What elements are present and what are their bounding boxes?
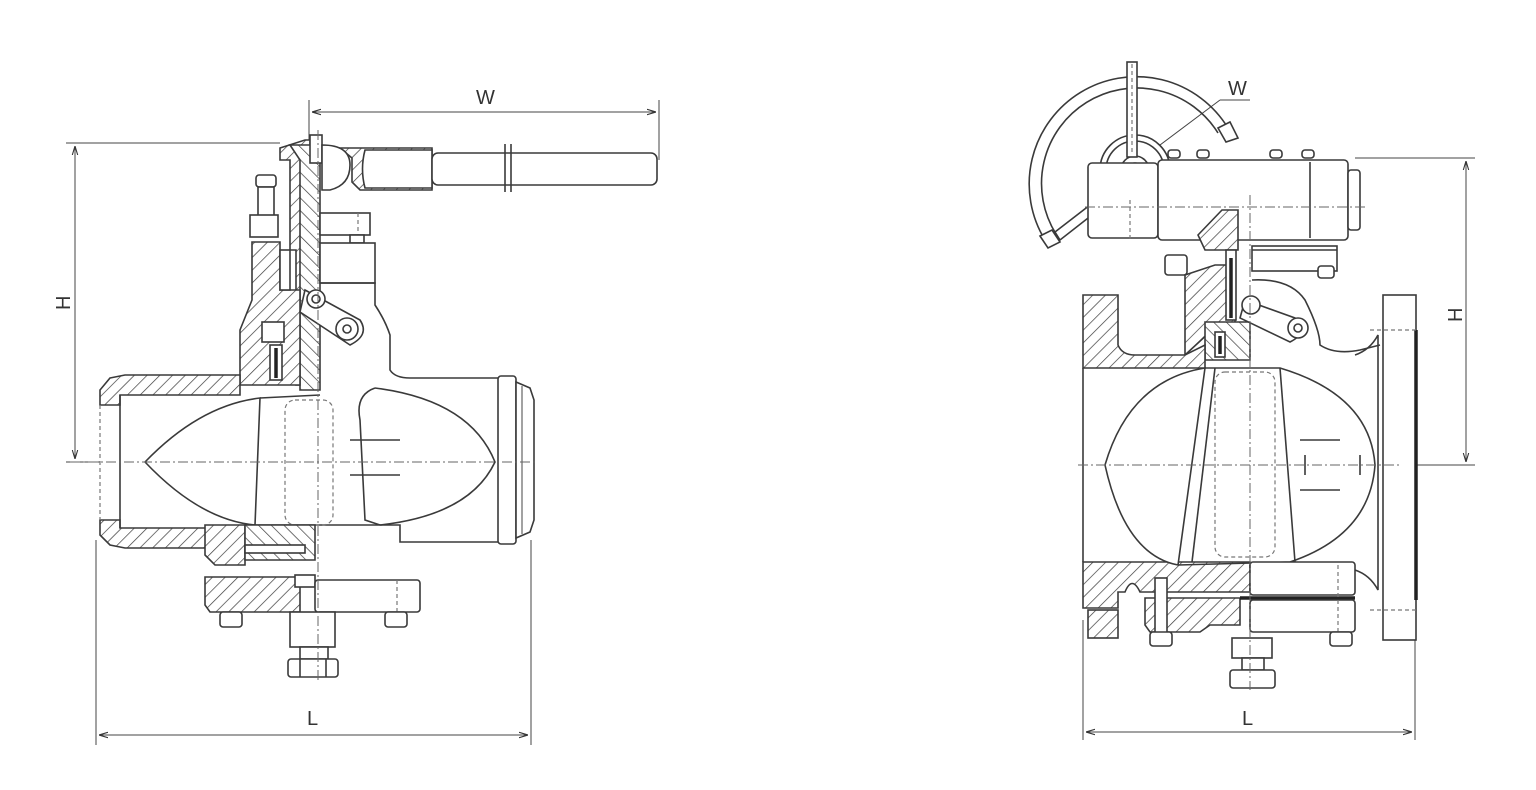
right-h-label: H bbox=[1445, 308, 1467, 322]
right-linkage-arm bbox=[1239, 295, 1309, 343]
left-valve: W H L bbox=[53, 87, 660, 745]
left-bottom-cover bbox=[204, 524, 421, 678]
right-stem-assembly bbox=[1184, 209, 1381, 361]
left-bonnet bbox=[239, 241, 301, 386]
right-valve: W H L bbox=[1028, 61, 1475, 740]
left-body-outline bbox=[320, 282, 535, 545]
left-w-label: W bbox=[476, 87, 495, 109]
right-w-label: W bbox=[1228, 78, 1247, 100]
left-l-label: L bbox=[307, 708, 318, 730]
left-dimension-w: W bbox=[308, 87, 660, 160]
right-dimension-h: H bbox=[1355, 157, 1475, 466]
right-l-label: L bbox=[1242, 708, 1253, 730]
left-linkage-arm bbox=[299, 288, 365, 346]
lever-handle bbox=[337, 144, 658, 192]
left-plug bbox=[143, 394, 334, 526]
left-dimension-l: L bbox=[95, 540, 532, 745]
right-right-flange bbox=[1354, 294, 1418, 641]
left-h-label: H bbox=[53, 296, 75, 310]
right-plug bbox=[1104, 367, 1376, 566]
left-dimension-h: H bbox=[53, 142, 280, 463]
left-stem-assembly bbox=[249, 134, 376, 391]
gearbox bbox=[1085, 149, 1365, 279]
